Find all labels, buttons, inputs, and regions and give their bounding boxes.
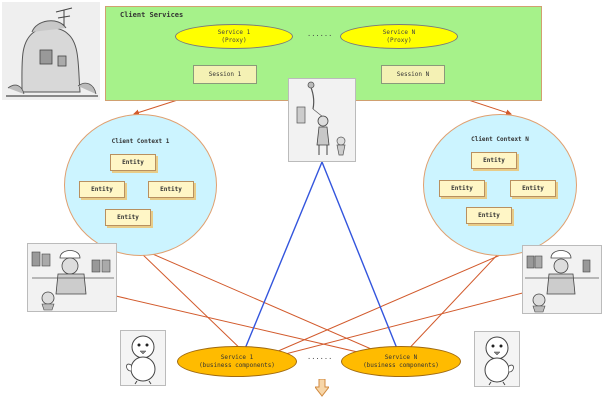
service-1-business-sub: (business components) — [199, 361, 275, 369]
service-1-business-name: Service 1 — [220, 353, 254, 361]
context-1-entity[interactable]: Entity — [105, 209, 151, 226]
blue-line-center-to-service1 — [240, 161, 323, 358]
cartoon-chick-right-image — [474, 331, 520, 387]
chef-right-drawing — [523, 246, 601, 313]
service-1-business-components[interactable]: Service 1 (business components) — [177, 346, 297, 377]
cartoon-chick-left-image — [120, 330, 166, 386]
cartoon-chef-right-image — [522, 245, 602, 314]
blue-line-center-to-servicen — [321, 161, 402, 358]
context-n-entity[interactable]: Entity — [510, 180, 556, 197]
service-n-proxy-sub: (Proxy) — [386, 36, 412, 44]
context-1-entity[interactable]: Entity — [148, 181, 194, 198]
context-n-entity[interactable]: Entity — [439, 180, 485, 197]
service-n-business-sub: (business components) — [363, 361, 439, 369]
session-n-box[interactable]: Session N — [381, 65, 445, 84]
service-1-proxy-name: Service 1 — [217, 28, 251, 36]
context-n-entity[interactable]: Entity — [466, 207, 512, 224]
client-context-n-title: Client Context N — [471, 136, 529, 143]
proxy-ellipsis: ...... — [307, 30, 333, 38]
line-service1-to-pic-right — [261, 286, 543, 361]
business-ellipsis: ...... — [307, 353, 333, 361]
context-1-entity[interactable]: Entity — [110, 154, 156, 171]
context-1-entity[interactable]: Entity — [79, 181, 125, 198]
line-pic-left-to-servicen — [89, 289, 393, 362]
blue-connectors — [240, 161, 402, 358]
session-1-box[interactable]: Session 1 — [193, 65, 257, 84]
chick-left-drawing — [121, 331, 165, 385]
down-arrow-icon — [315, 379, 329, 397]
service-n-proxy[interactable]: Service N (Proxy) — [340, 24, 458, 49]
line-context1-to-servicen — [147, 251, 393, 359]
cartoon-puppeteer-image — [288, 78, 356, 162]
client-services-title: Client Services — [120, 11, 184, 19]
castle-drawing — [6, 7, 98, 97]
service-n-business-components[interactable]: Service N (business components) — [341, 346, 461, 377]
chef-left-drawing — [28, 244, 116, 311]
context-n-entity[interactable]: Entity — [471, 152, 517, 169]
service-n-business-name: Service N — [384, 353, 418, 361]
cartoon-chef-left-image — [27, 243, 117, 312]
line-context1-to-service1 — [139, 251, 249, 357]
service-n-proxy-name: Service N — [382, 28, 416, 36]
puppeteer-drawing — [289, 79, 355, 161]
chick-right-drawing — [475, 332, 519, 386]
client-context-1-title: Client Context 1 — [111, 138, 170, 145]
service-1-proxy-sub: (Proxy) — [221, 36, 247, 44]
cartoon-castle-image — [2, 2, 100, 100]
service-1-proxy[interactable]: Service 1 (Proxy) — [175, 24, 293, 49]
line-contextn-to-servicen — [401, 251, 501, 357]
